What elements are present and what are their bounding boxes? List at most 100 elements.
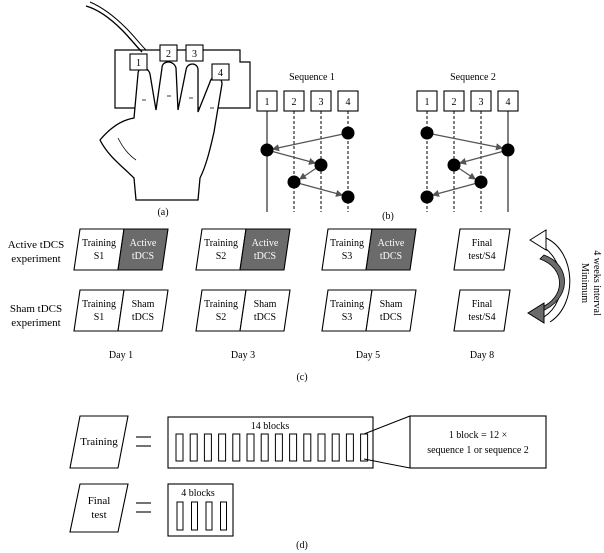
- training-block-4: [218, 433, 227, 462]
- final-test-label-1: Final: [88, 495, 111, 507]
- sham-training-s2-label-2: S2: [216, 312, 227, 323]
- seq1-arrow-4: [293, 181, 344, 197]
- key-3: [185, 44, 204, 62]
- training-block-10: [303, 433, 312, 462]
- seq2-arrow-1: [426, 132, 504, 151]
- row-label-active-1: Active tDCS: [8, 239, 65, 251]
- training-block-5: [232, 433, 241, 462]
- training-block-bars: [175, 433, 369, 462]
- sham-tdcs-day5-label-1: Sham: [380, 299, 403, 310]
- active-tdcs-day3-label-1: Active: [252, 238, 279, 249]
- seq2-key-1-label: 1: [425, 97, 430, 108]
- training-block-12: [331, 433, 340, 462]
- training-block-11: [317, 433, 326, 462]
- sham-training-s2-label-1: Training: [204, 299, 238, 310]
- active-tdcs-day1-label-2: tDCS: [132, 251, 154, 262]
- day-5-label: Day 5: [356, 350, 380, 361]
- sham-tdcs-day3: [239, 289, 291, 332]
- key-2-label: 2: [166, 49, 171, 60]
- sham-training-s2: [195, 289, 247, 332]
- final-test-sham: [453, 289, 511, 332]
- crossover-arrowhead-white: [529, 229, 547, 251]
- active-tdcs-day5: [365, 228, 417, 271]
- keypad-keys: 1 2 3 4: [129, 44, 230, 81]
- caption-d: (d): [296, 540, 308, 551]
- active-tdcs-day5-label-2: tDCS: [380, 251, 402, 262]
- block-definition-line-2: sequence 1 or sequence 2: [427, 445, 529, 456]
- final-block-3: [205, 501, 213, 531]
- seq2-arrow-4: [431, 181, 482, 197]
- seq2-press-4: [501, 143, 515, 157]
- final-test-active-label-1: Final: [472, 238, 493, 249]
- active-training-s2-label-1: Training: [204, 238, 238, 249]
- caption-b: (b): [382, 211, 394, 222]
- keypad-outline: [114, 49, 251, 109]
- sham-tdcs-day5: [365, 289, 417, 332]
- panel-d: Training 14 blocks 1 block = 12 × sequen…: [69, 415, 547, 551]
- zoom-line-top: [363, 415, 411, 435]
- interval-label-2: 4 weeks interval: [591, 250, 602, 316]
- final-test-active: [453, 228, 511, 271]
- seq2-press-1b: [420, 190, 434, 204]
- sham-training-s1-label-2: S1: [94, 312, 105, 323]
- final-test-active-label-2: test/S4: [468, 251, 495, 262]
- active-training-s2: [195, 228, 247, 271]
- sham-tdcs-day1-label-1: Sham: [132, 299, 155, 310]
- seq1-key-1-label: 1: [265, 97, 270, 108]
- day-1-group: Training S1 Active tDCS Training S1 Sham…: [73, 228, 169, 361]
- knuckle-lines: [142, 95, 214, 109]
- sequence-1-title: Sequence 1: [289, 72, 335, 83]
- seq2-arrow-2: [458, 149, 509, 165]
- key-1: [129, 53, 148, 71]
- seq2-press-3: [474, 175, 488, 189]
- caption-c: (c): [296, 372, 307, 383]
- active-training-s1-label-2: S1: [94, 251, 105, 262]
- seq1-key-3-label: 3: [319, 97, 324, 108]
- cable-line: [85, 5, 143, 53]
- final-block-2: [191, 501, 198, 531]
- cable-line-2: [89, 1, 147, 51]
- seq1-arrow-1: [271, 132, 349, 152]
- sham-training-s1: [73, 289, 125, 332]
- seq2-key-4-label: 4: [506, 97, 511, 108]
- seq2-press-2: [447, 158, 461, 172]
- active-training-s3-label-1: Training: [330, 238, 364, 249]
- seq2-key-2-label: 2: [452, 97, 457, 108]
- key-4: [211, 63, 230, 81]
- blocks-14-label: 14 blocks: [251, 421, 290, 432]
- interval-label-1: Minimum: [579, 263, 590, 303]
- final-test-parallelogram: [69, 483, 129, 533]
- active-tdcs-day5-label-1: Active: [378, 238, 405, 249]
- day-3-group: Training S2 Active tDCS Training S2 Sham…: [195, 228, 291, 361]
- seq2-press-1: [420, 126, 434, 140]
- active-training-s1: [73, 228, 125, 271]
- panel-a: 1 2 3 4 (a): [85, 1, 251, 218]
- final-test-sham-label-1: Final: [472, 299, 493, 310]
- key-4-label: 4: [218, 68, 223, 79]
- active-tdcs-day1-label-1: Active: [130, 238, 157, 249]
- crossover-arrows-icon: [527, 229, 571, 324]
- active-training-s3: [321, 228, 373, 271]
- training-parallelogram: [69, 415, 129, 469]
- crossover-arc-white-outer: [545, 237, 571, 323]
- sham-training-s3-label-2: S3: [342, 312, 353, 323]
- seq1-press-4: [341, 126, 355, 140]
- sham-tdcs-day1-label-2: tDCS: [132, 312, 154, 323]
- active-training-s3-label-2: S3: [342, 251, 353, 262]
- active-training-s1-label-1: Training: [82, 238, 116, 249]
- sequence-1-diagram: 1 2 3 4: [256, 90, 359, 212]
- caption-a: (a): [157, 207, 168, 218]
- seq1-key-2-label: 2: [292, 97, 297, 108]
- row-label-active-2: experiment: [11, 253, 60, 265]
- training-block-13: [345, 433, 354, 462]
- key-3-label: 3: [192, 49, 197, 60]
- sequence-2-diagram: 1 2 3 4: [416, 90, 519, 212]
- sham-tdcs-day3-label-1: Sham: [254, 299, 277, 310]
- training-block-6: [246, 433, 255, 462]
- seq1-press-4b: [341, 190, 355, 204]
- active-training-s2-label-2: S2: [216, 251, 227, 262]
- zoom-line-bottom: [363, 458, 411, 469]
- panel-b: Sequence 1 Sequence 2 1 2 3 4: [256, 72, 519, 222]
- panel-c: Active tDCS experiment Sham tDCS experim…: [8, 228, 602, 383]
